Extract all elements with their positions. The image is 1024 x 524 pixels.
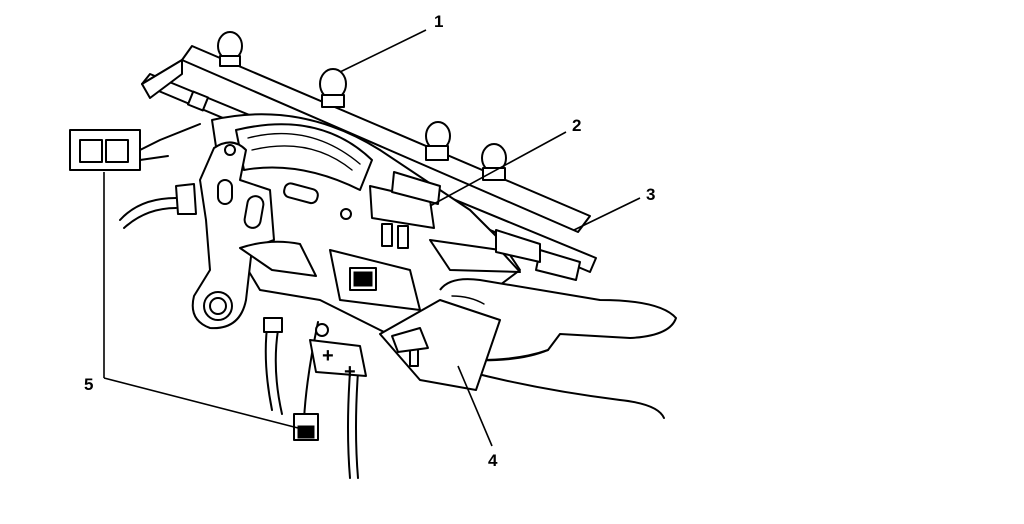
callout-labels: 1 2 3 4 5 [84, 12, 655, 470]
lower-wires: + + [263, 317, 367, 479]
bulb-sockets [217, 31, 507, 181]
wire-harness [119, 197, 177, 229]
callout-5: 5 [84, 375, 93, 394]
leader-2 [429, 131, 567, 207]
callout-3: 3 [646, 185, 655, 204]
leader-1 [339, 29, 427, 73]
control-lever [175, 141, 317, 330]
leader-3 [573, 197, 641, 231]
technician-hand [439, 278, 677, 419]
bulb [217, 31, 243, 67]
bulb [425, 121, 451, 161]
leader-4 [457, 365, 493, 447]
mounting-bracket [379, 299, 501, 391]
bulb [319, 68, 347, 108]
wire-connector-lower [293, 413, 319, 441]
wire-connector-upper [69, 123, 201, 171]
svg-text:+: + [322, 345, 334, 367]
bulb [481, 143, 507, 181]
callout-2: 2 [572, 116, 581, 135]
svg-text:+: + [344, 361, 356, 383]
leader-lines [103, 29, 641, 447]
callout-4: 4 [488, 451, 498, 470]
callout-1: 1 [434, 12, 443, 31]
leader-5b [103, 377, 299, 429]
